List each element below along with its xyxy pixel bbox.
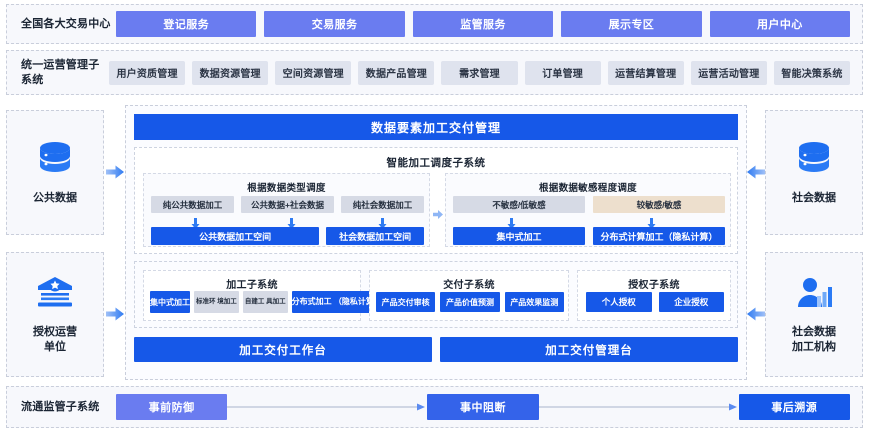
subsystems-row: 加工子系统 集中式加工 标准环 境加工 自建工 具加工 分布式加工 （隐私计算）… <box>134 261 738 328</box>
down-arrow-icon <box>287 216 296 229</box>
supervision-post-traceability[interactable]: 事后溯源 <box>738 394 850 420</box>
authorization-subsystem-title: 授权子系统 <box>628 280 680 291</box>
chip-enterprise-authorization[interactable]: 企业授权 <box>658 292 724 312</box>
platform-processing-delivery-workbench[interactable]: 加工交付工作台 <box>134 337 432 362</box>
scheduling-group-data-type: 根据数据类型调度 纯公共数据加工 公共数据+社会数据 纯社会数据加工 公共数据加… <box>143 173 430 247</box>
chip-public-data-workspace[interactable]: 公共数据加工空间 <box>151 227 320 245</box>
chip-social-data-workspace[interactable]: 社会数据加工空间 <box>326 227 424 245</box>
down-arrow-icon <box>647 216 656 229</box>
arrow-public-data-in <box>106 165 124 179</box>
scheduling-group-sensitivity: 根据数据敏感程度调度 不敏感/低敏感 较敏感/敏感 集中式加工 分布式计算加工（… <box>445 173 731 247</box>
arrow-social-data-in <box>747 165 765 179</box>
supervision-pre-defense[interactable]: 事前防御 <box>116 394 228 420</box>
scheduling-group-sensitivity-title: 根据数据敏感程度调度 <box>538 183 637 194</box>
scheduling-group-data-type-title: 根据数据类型调度 <box>247 183 326 194</box>
side-card-public-data: 公共数据 <box>6 110 104 235</box>
side-card-public-data-label: 公共数据 <box>33 191 77 204</box>
chip-product-delivery-review[interactable]: 产品交付审核 <box>376 292 436 312</box>
chip-centralized-processing[interactable]: 集中式加工 <box>453 227 585 245</box>
ops-data-resource[interactable]: 数据资源管理 <box>192 60 269 85</box>
chip-standard-env-processing[interactable]: 标准环 境加工 <box>194 291 239 313</box>
chip-product-value-forecast[interactable]: 产品价值预测 <box>440 292 500 312</box>
platform-processing-delivery-console[interactable]: 加工交付管理台 <box>440 337 738 362</box>
arrow-authorized-operator-in <box>106 307 124 321</box>
chip-pure-public-data[interactable]: 纯公共数据加工 <box>151 196 235 213</box>
ops-smart-decision[interactable]: 智能决策系统 <box>773 60 850 85</box>
chip-public-plus-social-data[interactable]: 公共数据+社会数据 <box>241 196 334 213</box>
ops-order[interactable]: 订单管理 <box>524 60 601 85</box>
arrow-social-processor-in <box>747 307 765 321</box>
row-supervision: 流通监管子系统 事前防御 事中阻断 事后溯源 <box>6 386 863 428</box>
side-card-authorized-operator-label: 授权运营 单位 <box>33 326 77 353</box>
scheduling-subsystem: 智能加工调度子系统 根据数据类型调度 纯公共数据加工 公共数据+社会数据 纯社会… <box>134 147 738 254</box>
ops-activity[interactable]: 运营活动管理 <box>690 60 767 85</box>
chip-high-sensitivity[interactable]: 较敏感/敏感 <box>593 196 725 213</box>
ops-user-qualification[interactable]: 用户资质管理 <box>109 60 186 85</box>
chip-centralized-processing-item[interactable]: 集中式加工 <box>150 291 190 313</box>
scheduling-subsystem-title: 智能加工调度子系统 <box>386 157 486 169</box>
side-card-social-data-label: 社会数据 <box>792 191 836 204</box>
row-exchange-label: 全国各大交易中心 <box>21 17 111 30</box>
arrow-scheduling-link-icon <box>433 206 443 219</box>
down-arrow-icon <box>507 216 516 229</box>
row-operations-label: 统一运营管理子系统 <box>21 58 100 86</box>
chip-low-sensitivity[interactable]: 不敏感/低敏感 <box>453 196 585 213</box>
row-operations-management: 统一运营管理子系统 用户资质管理 数据资源管理 空间资源管理 数据产品管理 需求… <box>6 50 863 95</box>
nav-transaction-service[interactable]: 交易服务 <box>264 11 405 37</box>
ops-settlement[interactable]: 运营结算管理 <box>607 60 684 85</box>
side-card-social-data: 社会数据 <box>765 110 863 235</box>
main-panel-title: 数据要素加工交付管理 <box>134 114 738 140</box>
database-icon <box>793 140 835 183</box>
supervision-in-process-block[interactable]: 事中阻断 <box>427 394 539 420</box>
main-panel: 数据要素加工交付管理 智能加工调度子系统 根据数据类型调度 纯公共数据加工 公共… <box>125 105 747 380</box>
nav-showcase-zone[interactable]: 展示专区 <box>561 11 702 37</box>
down-arrow-icon <box>191 216 200 229</box>
side-card-authorized-operator: 授权运营 单位 <box>6 252 104 377</box>
delivery-subsystem: 交付子系统 产品交付审核 产品价值预测 产品效果监测 <box>369 270 569 321</box>
processing-subsystem: 加工子系统 集中式加工 标准环 境加工 自建工 具加工 分布式加工 （隐私计算） <box>143 270 382 321</box>
side-card-social-processor-label: 社会数据 加工机构 <box>792 326 836 353</box>
chip-self-built-tool-processing[interactable]: 自建工 具加工 <box>242 291 288 313</box>
row-exchange-centers: 全国各大交易中心 登记服务 交易服务 监管服务 展示专区 用户中心 <box>6 4 863 44</box>
ops-space-resource[interactable]: 空间资源管理 <box>275 60 352 85</box>
chip-distributed-processing[interactable]: 分布式加工 （隐私计算） <box>291 291 382 313</box>
authorization-subsystem: 授权子系统 个人授权 企业授权 <box>577 270 731 321</box>
down-arrow-icon <box>378 216 387 229</box>
row-supervision-label: 流通监管子系统 <box>21 400 100 413</box>
side-card-social-processor: 社会数据 加工机构 <box>765 252 863 377</box>
chip-distributed-privacy-computing[interactable]: 分布式计算加工（隐私计算） <box>593 227 725 245</box>
institution-icon <box>34 274 76 317</box>
nav-registration-service[interactable]: 登记服务 <box>116 11 257 37</box>
person-chart-icon <box>793 274 835 317</box>
processing-subsystem-title: 加工子系统 <box>226 280 278 291</box>
chip-product-effect-monitoring[interactable]: 产品效果监测 <box>504 292 564 312</box>
nav-user-center[interactable]: 用户中心 <box>709 11 851 37</box>
chip-pure-social-data[interactable]: 纯社会数据加工 <box>340 196 424 213</box>
delivery-subsystem-title: 交付子系统 <box>443 280 495 291</box>
ops-data-product[interactable]: 数据产品管理 <box>358 60 435 85</box>
database-icon <box>34 140 76 183</box>
supervision-flow-arrow-1 <box>227 402 427 412</box>
chip-personal-authorization[interactable]: 个人授权 <box>586 292 652 312</box>
supervision-flow-arrow-2 <box>538 402 739 412</box>
ops-demand[interactable]: 需求管理 <box>441 60 518 85</box>
nav-supervision-service[interactable]: 监管服务 <box>412 11 554 37</box>
